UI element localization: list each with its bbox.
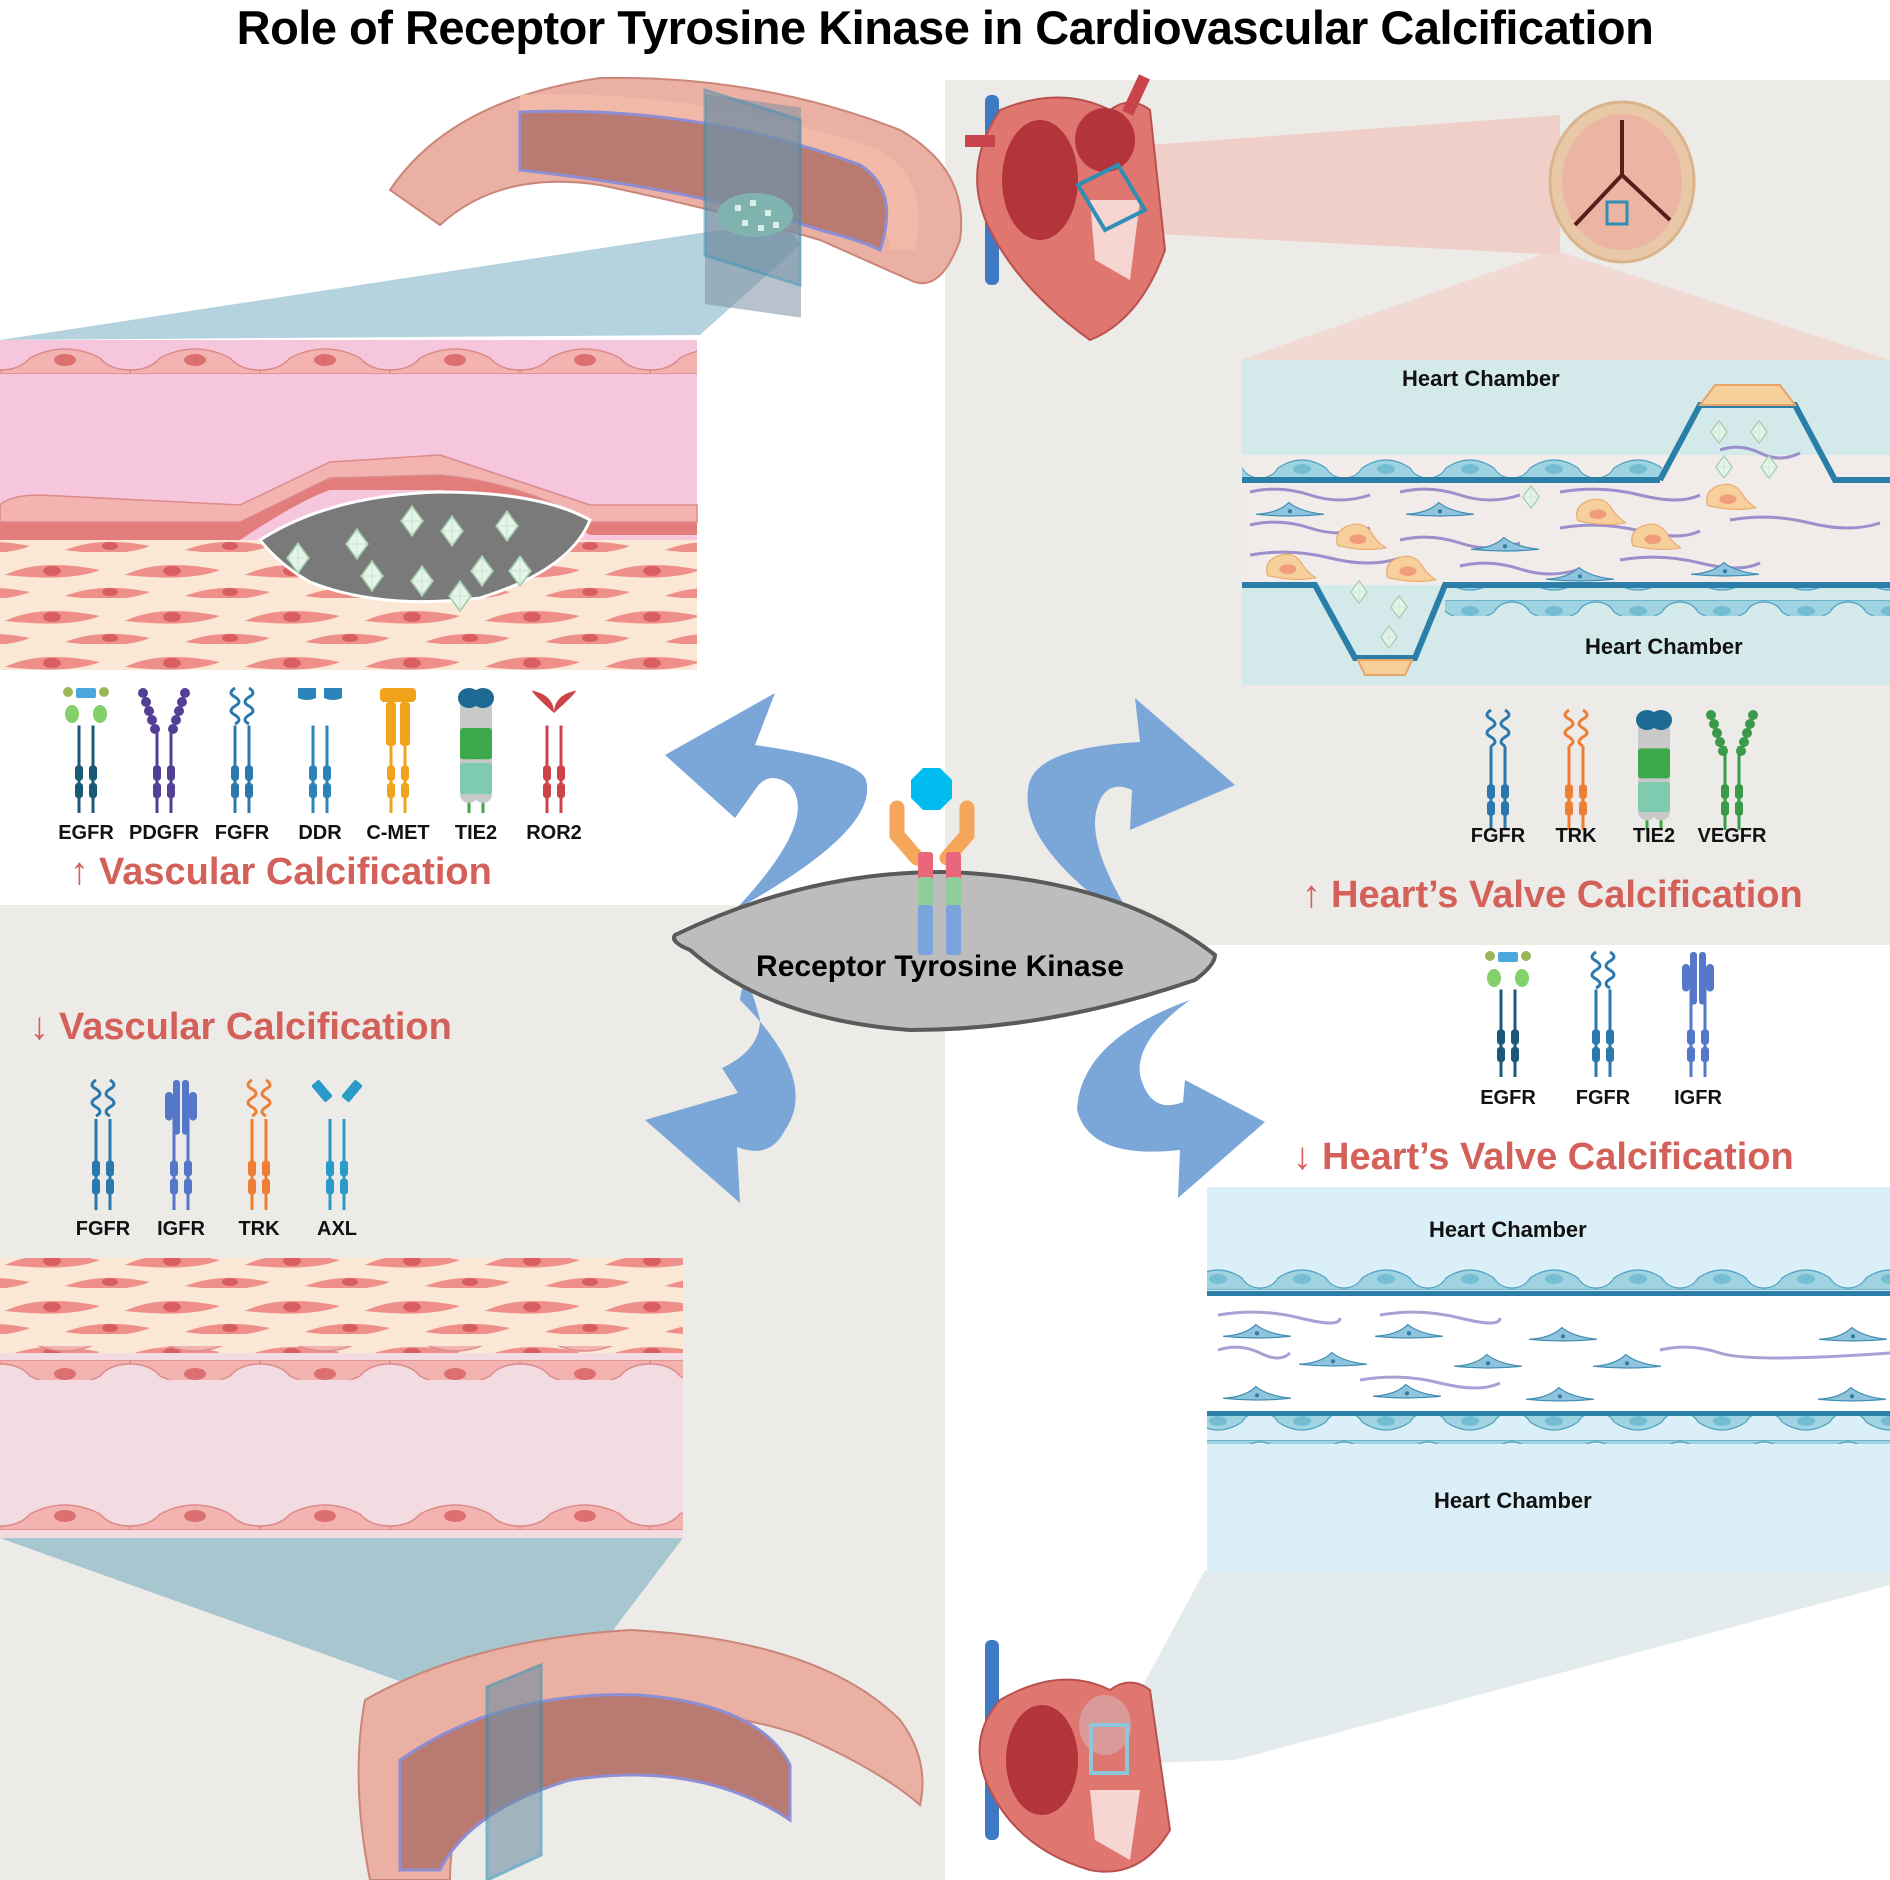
chamber-label-top-upper: Heart Chamber xyxy=(1402,366,1560,391)
receptor-label-trk: TRK xyxy=(238,1218,280,1240)
arrow-to-top-right xyxy=(1027,698,1235,930)
receptor-axl-icon xyxy=(311,1080,363,1210)
effect-bottom-left: ↓Vascular Calcification xyxy=(30,1005,452,1049)
receptor-label-vegfr: VEGFR xyxy=(1697,825,1767,847)
receptor-label-fgfr: FGFR xyxy=(1470,825,1526,847)
receptor-egfr-icon xyxy=(1485,951,1531,1077)
receptor-label-fgfr: FGFR xyxy=(1575,1087,1631,1109)
receptor-label-tie2: TIE2 xyxy=(454,822,498,844)
heart-bottom-right xyxy=(978,1640,1172,1873)
receptor-label-fgfr: FGFR xyxy=(75,1218,131,1240)
receptor-label-egfr: EGFR xyxy=(1480,1087,1536,1109)
effect-top-right: ↑Heart’s Valve Calcification xyxy=(1302,873,1803,917)
figure-title: Role of Receptor Tyrosine Kinase in Card… xyxy=(236,1,1654,54)
effect-arrow-up-icon: ↑ xyxy=(70,851,89,893)
receptor-vegfr-icon xyxy=(1706,710,1758,830)
effect-bottom-right: ↓Heart’s Valve Calcification xyxy=(1293,1135,1794,1179)
effect-arrow-down-icon: ↓ xyxy=(30,1006,49,1048)
effect-text: Vascular Calcification xyxy=(59,1006,452,1048)
receptor-igfr-icon xyxy=(165,1080,197,1210)
receptor-tie2-icon xyxy=(1636,710,1672,830)
receptor-label-fgfr: FGFR xyxy=(214,822,270,844)
chamber-label-bottom-upper: Heart Chamber xyxy=(1429,1217,1587,1242)
chamber-label-top-lower: Heart Chamber xyxy=(1585,634,1743,659)
receptor-label-ror2: ROR2 xyxy=(526,822,582,844)
receptor-label-igfr: IGFR xyxy=(1674,1087,1722,1109)
receptor-ddr-icon xyxy=(298,688,342,813)
receptor-fgfr-icon xyxy=(229,686,255,813)
tissue-plaque-panel xyxy=(0,340,698,670)
receptor-label-axl: AXL xyxy=(317,1218,357,1240)
receptor-label-ddr: DDR xyxy=(298,822,342,844)
effect-arrow-down-icon: ↓ xyxy=(1293,1136,1312,1178)
heart-top-right xyxy=(965,74,1890,360)
center-arrows xyxy=(645,693,1265,1203)
chamber-label-bottom-lower: Heart Chamber xyxy=(1434,1488,1592,1513)
effect-text: Vascular Calcification xyxy=(99,851,492,893)
receptor-fgfr-icon xyxy=(1590,950,1616,1077)
effect-arrow-up-icon: ↑ xyxy=(1302,874,1321,916)
tissue-healthy-artery xyxy=(0,1258,683,1710)
receptor-fgfr-icon xyxy=(90,1078,116,1210)
receptor-trk-icon xyxy=(1563,708,1589,830)
effect-text: Heart’s Valve Calcification xyxy=(1322,1136,1794,1178)
receptor-label-pdgfr: PDGFR xyxy=(129,822,199,844)
arrow-to-bottom-right xyxy=(1077,1000,1265,1198)
receptor-egfr-icon xyxy=(63,687,109,813)
receptor-label-egfr: EGFR xyxy=(58,822,114,844)
tissue-valve-healthy xyxy=(1100,1187,1890,1765)
receptor-c-met-icon xyxy=(380,688,416,813)
receptor-ligand-icon xyxy=(889,768,975,955)
artery-top-left xyxy=(0,76,963,340)
tissue-valve-calcified xyxy=(1242,360,1890,685)
arrow-to-top-left xyxy=(665,693,868,910)
effect-top-left: ↑Vascular Calcification xyxy=(70,850,492,894)
receptor-ror2-icon xyxy=(532,690,576,813)
artery-bottom-left xyxy=(357,1628,924,1880)
center-label: Receptor Tyrosine Kinase xyxy=(756,950,1124,983)
receptor-label-tie2: TIE2 xyxy=(1632,825,1676,847)
receptor-label-trk: TRK xyxy=(1555,825,1597,847)
receptor-tie2-icon xyxy=(458,688,494,813)
arrow-to-bottom-left xyxy=(645,984,796,1203)
receptor-igfr-icon xyxy=(1682,952,1714,1077)
effect-text: Heart’s Valve Calcification xyxy=(1331,874,1803,916)
rtk-membrane xyxy=(672,869,1218,1033)
receptor-label-c-met: C-MET xyxy=(366,822,430,844)
receptor-pdgfr-icon xyxy=(138,688,190,813)
receptor-trk-icon xyxy=(246,1078,272,1210)
receptor-label-igfr: IGFR xyxy=(157,1218,205,1240)
receptor-fgfr-icon xyxy=(1485,708,1511,830)
